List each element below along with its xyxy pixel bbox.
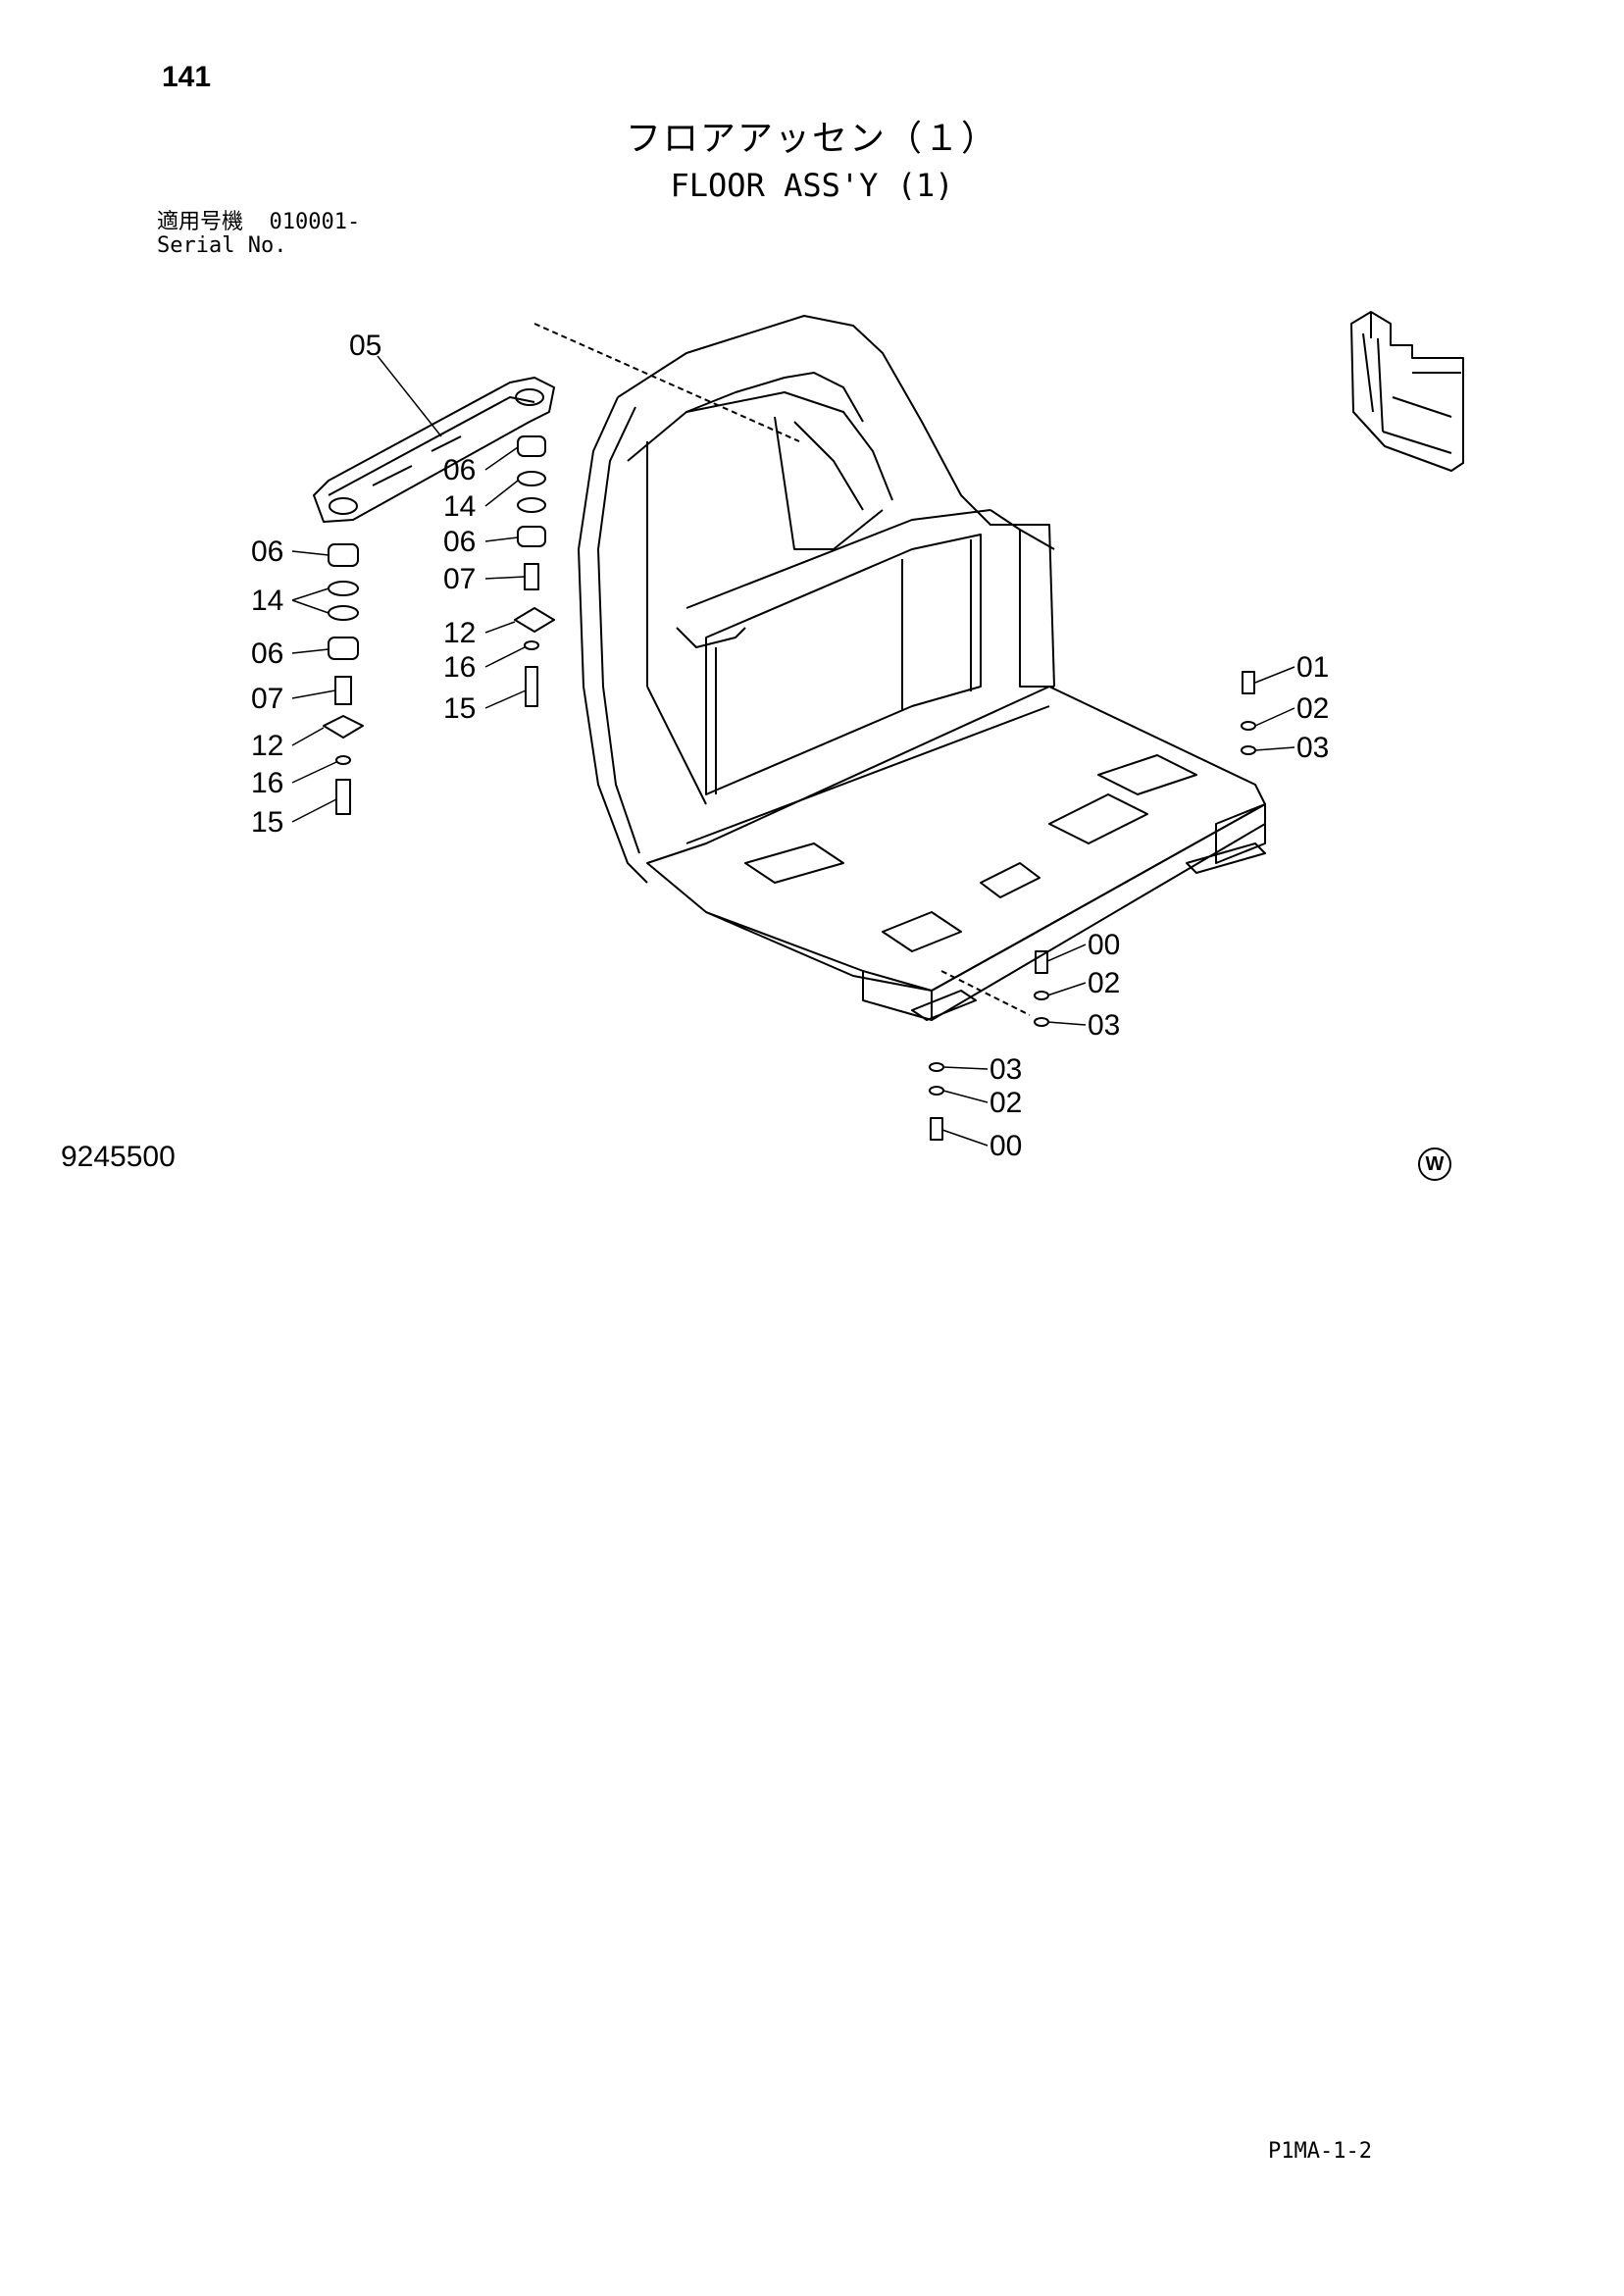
callout-label: 07: [443, 563, 476, 595]
page-reference: P1MA-1-2: [1268, 2139, 1372, 2164]
callout-label: 00: [990, 1130, 1022, 1162]
callout-label: 16: [443, 651, 476, 684]
callout-label: 06: [443, 454, 476, 486]
callout-label: 07: [251, 683, 283, 715]
callout-label: 14: [251, 585, 283, 617]
callout-label: 15: [443, 692, 476, 725]
orientation-icon: [1350, 311, 1464, 472]
callout-label: 06: [251, 638, 283, 670]
middle-mount-stack: [514, 435, 555, 707]
callout-label: 14: [443, 490, 476, 523]
callout-label: 02: [1088, 967, 1120, 999]
leader-lines: [291, 355, 1295, 1147]
callout-label: 12: [443, 617, 476, 649]
callout-labels: 05 06 14 06 07 12 16 15 06 14 06 07 12 1…: [251, 330, 1329, 1162]
callout-label: 06: [251, 536, 283, 568]
right-fasteners: [929, 671, 1256, 1141]
callout-label: 16: [251, 767, 283, 799]
callout-label: 00: [1088, 929, 1120, 961]
title-english: FLOOR ASS'Y (1): [670, 167, 954, 204]
callout-label: 05: [349, 330, 381, 362]
title-japanese: フロアアッセン（１）: [625, 119, 998, 159]
callout-label: 15: [251, 806, 283, 839]
floor-frame: [533, 315, 1266, 1021]
callout-label: 01: [1296, 651, 1329, 684]
serial-label-en: Serial No.: [157, 233, 287, 258]
callout-label: 03: [990, 1053, 1022, 1086]
callout-label: 03: [1088, 1009, 1120, 1042]
mount-bracket-05: [313, 377, 555, 523]
callout-label: 03: [1296, 732, 1329, 764]
callout-label: 12: [251, 730, 283, 762]
serial-value: 010001-: [269, 210, 361, 234]
left-mount-stack: [323, 543, 364, 815]
callout-label: 02: [990, 1087, 1022, 1119]
callout-label: 06: [443, 526, 476, 558]
document-code: 9245500: [61, 1141, 176, 1173]
w-mark-icon: W: [1418, 1148, 1451, 1181]
serial-label-jp: 適用号機: [157, 210, 244, 234]
page-number: 141: [162, 61, 212, 93]
serial-block: 適用号機 010001- Serial No.: [157, 211, 360, 258]
callout-label: 02: [1296, 692, 1329, 725]
